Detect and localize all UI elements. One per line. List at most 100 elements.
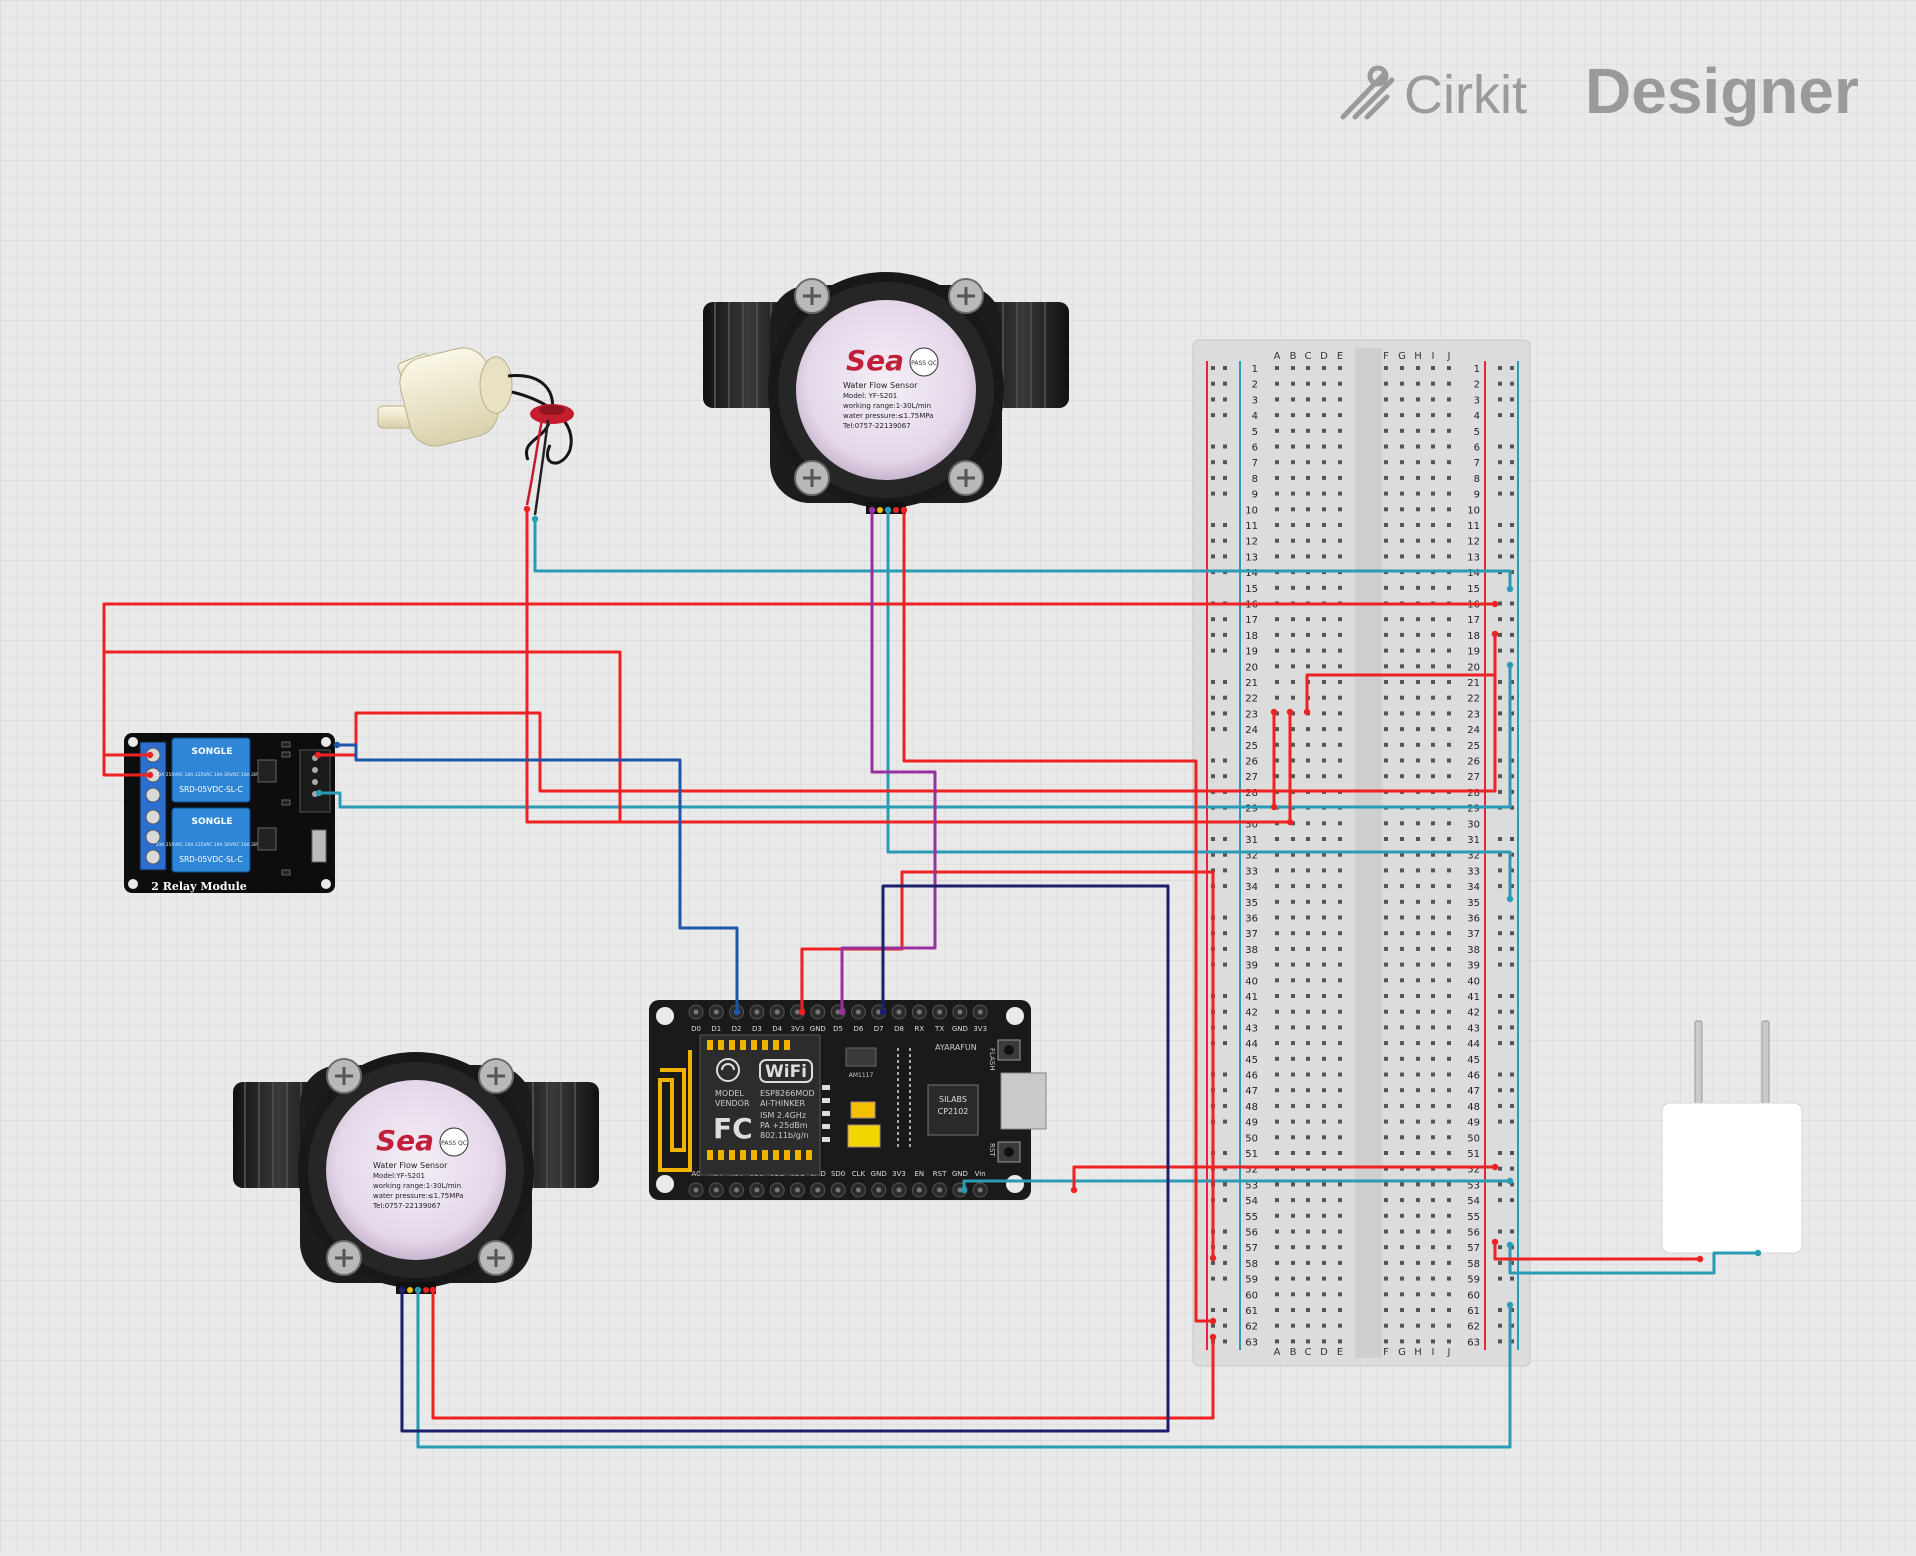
rail-hole[interactable]: [1211, 1276, 1215, 1281]
rail-hole[interactable]: [1223, 1198, 1227, 1203]
rail-hole[interactable]: [1498, 680, 1502, 684]
rail-hole[interactable]: [1510, 475, 1514, 480]
rail-hole[interactable]: [1223, 727, 1227, 732]
breadboard-hole[interactable]: [1275, 1119, 1279, 1124]
breadboard-hole[interactable]: [1447, 648, 1451, 653]
breadboard-hole[interactable]: [1416, 899, 1420, 904]
breadboard-hole[interactable]: [1338, 852, 1342, 857]
rail-hole[interactable]: [1498, 1245, 1502, 1250]
breadboard-hole[interactable]: [1338, 1119, 1342, 1124]
breadboard-hole[interactable]: [1384, 758, 1388, 763]
breadboard-hole[interactable]: [1291, 774, 1295, 779]
breadboard-hole[interactable]: [1431, 1072, 1435, 1077]
rail-hole[interactable]: [1498, 632, 1502, 637]
breadboard-hole[interactable]: [1431, 727, 1435, 732]
breadboard-hole[interactable]: [1322, 585, 1326, 590]
breadboard-hole[interactable]: [1338, 962, 1342, 967]
breadboard-hole[interactable]: [1275, 711, 1279, 716]
breadboard-hole[interactable]: [1431, 1166, 1435, 1171]
breadboard-hole[interactable]: [1431, 460, 1435, 465]
breadboard-hole[interactable]: [1400, 585, 1404, 590]
breadboard-hole[interactable]: [1322, 1151, 1326, 1155]
breadboard-hole[interactable]: [1431, 632, 1435, 637]
breadboard-hole[interactable]: [1416, 413, 1420, 418]
rail-hole[interactable]: [1510, 617, 1514, 622]
breadboard-hole[interactable]: [1322, 1182, 1326, 1187]
breadboard-hole[interactable]: [1275, 1009, 1279, 1014]
rail-hole[interactable]: [1223, 1103, 1227, 1108]
breadboard-hole[interactable]: [1384, 428, 1388, 433]
breadboard-hole[interactable]: [1447, 852, 1451, 857]
breadboard-hole[interactable]: [1400, 1009, 1404, 1014]
breadboard-hole[interactable]: [1322, 1025, 1326, 1030]
rail-hole[interactable]: [1498, 554, 1502, 559]
breadboard-hole[interactable]: [1322, 554, 1326, 559]
breadboard-hole[interactable]: [1322, 366, 1326, 370]
breadboard-hole[interactable]: [1306, 1072, 1310, 1077]
breadboard-hole[interactable]: [1291, 1229, 1295, 1234]
breadboard-hole[interactable]: [1400, 1182, 1404, 1187]
breadboard-hole[interactable]: [1275, 946, 1279, 951]
breadboard-hole[interactable]: [1431, 648, 1435, 653]
breadboard-hole[interactable]: [1384, 1025, 1388, 1030]
breadboard-hole[interactable]: [1431, 1182, 1435, 1187]
breadboard-hole[interactable]: [1275, 1182, 1279, 1187]
breadboard-hole[interactable]: [1447, 632, 1451, 637]
breadboard-hole[interactable]: [1275, 994, 1279, 998]
breadboard-hole[interactable]: [1400, 852, 1404, 857]
breadboard-hole[interactable]: [1447, 868, 1451, 873]
rail-hole[interactable]: [1510, 1119, 1514, 1124]
breadboard-hole[interactable]: [1384, 1276, 1388, 1281]
breadboard-hole[interactable]: [1338, 381, 1342, 386]
breadboard-hole[interactable]: [1338, 366, 1342, 370]
breadboard-hole[interactable]: [1306, 852, 1310, 857]
rail-hole[interactable]: [1498, 758, 1502, 763]
breadboard-hole[interactable]: [1400, 962, 1404, 967]
rail-hole[interactable]: [1211, 1323, 1215, 1328]
breadboard-hole[interactable]: [1291, 1041, 1295, 1046]
breadboard-hole[interactable]: [1400, 1041, 1404, 1046]
breadboard-hole[interactable]: [1400, 884, 1404, 889]
breadboard-hole[interactable]: [1431, 1056, 1435, 1061]
rail-hole[interactable]: [1510, 1151, 1514, 1155]
breadboard-hole[interactable]: [1416, 742, 1420, 747]
breadboard-hole[interactable]: [1322, 1198, 1326, 1203]
rail-hole[interactable]: [1510, 915, 1514, 920]
breadboard-hole[interactable]: [1447, 397, 1451, 402]
breadboard-hole[interactable]: [1400, 428, 1404, 433]
breadboard-hole[interactable]: [1431, 1135, 1435, 1140]
breadboard-hole[interactable]: [1275, 1088, 1279, 1093]
breadboard-hole[interactable]: [1447, 946, 1451, 951]
breadboard-hole[interactable]: [1291, 1308, 1295, 1312]
rail-hole[interactable]: [1223, 444, 1227, 449]
breadboard-hole[interactable]: [1384, 1072, 1388, 1077]
breadboard-hole[interactable]: [1447, 1198, 1451, 1203]
breadboard-hole[interactable]: [1416, 1323, 1420, 1328]
rail-hole[interactable]: [1510, 946, 1514, 951]
teal-wire[interactable]: [886, 510, 1512, 899]
breadboard-hole[interactable]: [1291, 884, 1295, 889]
breadboard-hole[interactable]: [1431, 1276, 1435, 1281]
breadboard-hole[interactable]: [1306, 1308, 1310, 1312]
breadboard-hole[interactable]: [1384, 1245, 1388, 1250]
breadboard-hole[interactable]: [1275, 1151, 1279, 1155]
rail-hole[interactable]: [1498, 1339, 1502, 1344]
breadboard-hole[interactable]: [1338, 727, 1342, 732]
rail-hole[interactable]: [1510, 381, 1514, 386]
breadboard-hole[interactable]: [1447, 460, 1451, 465]
rail-hole[interactable]: [1510, 805, 1514, 810]
breadboard-hole[interactable]: [1338, 884, 1342, 889]
breadboard-hole[interactable]: [1384, 538, 1388, 543]
breadboard-hole[interactable]: [1306, 632, 1310, 637]
breadboard-hole[interactable]: [1400, 946, 1404, 951]
breadboard-hole[interactable]: [1338, 1072, 1342, 1077]
breadboard-hole[interactable]: [1275, 460, 1279, 465]
rail-hole[interactable]: [1498, 852, 1502, 857]
breadboard-hole[interactable]: [1306, 554, 1310, 559]
rail-hole[interactable]: [1223, 1339, 1227, 1344]
breadboard-hole[interactable]: [1447, 711, 1451, 716]
breadboard-hole[interactable]: [1431, 1088, 1435, 1093]
breadboard-hole[interactable]: [1400, 1056, 1404, 1061]
breadboard-hole[interactable]: [1416, 1025, 1420, 1030]
